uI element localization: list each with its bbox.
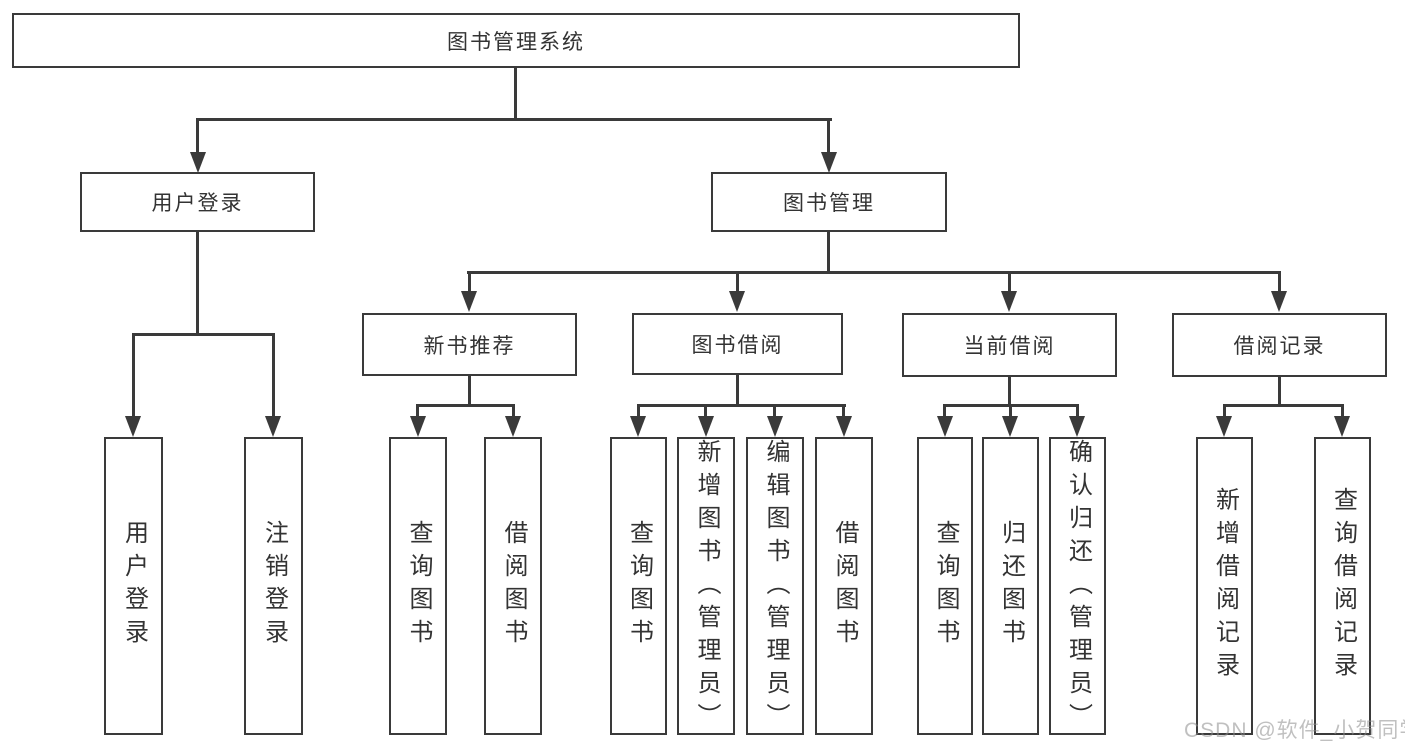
leaf-return-books: 归还图书 (982, 437, 1039, 735)
leaf-edit-books-admin-label: 编辑图书（管理员） (762, 439, 789, 736)
connector-arrow (1216, 416, 1232, 437)
node-book-management: 图书管理 (711, 172, 947, 232)
connector-arrow (1002, 416, 1018, 437)
leaf-borrow-books-2: 借阅图书 (815, 437, 873, 735)
node-book-management-label: 图书管理 (783, 192, 875, 215)
connector-arrow (1069, 416, 1085, 437)
leaf-add-books-admin: 新增图书（管理员） (677, 437, 735, 736)
leaf-query-books-1: 查询图书 (389, 437, 447, 735)
connector-arrow (1001, 291, 1017, 312)
connector-line (1223, 407, 1226, 416)
connector-arrow (630, 416, 646, 437)
leaf-user-login: 用户登录 (104, 437, 163, 735)
leaf-logout-label: 注销登录 (260, 520, 288, 652)
connector-line (1009, 407, 1012, 416)
node-user-login-label: 用户登录 (151, 192, 244, 215)
connector-arrow (821, 152, 837, 173)
connector-line (1278, 377, 1281, 404)
connector-line (196, 118, 832, 121)
connector-line (272, 336, 275, 416)
csdn-watermark: CSDN @软件_小贺同学 (1184, 719, 1405, 742)
leaf-query-books-2-label: 查询图书 (625, 520, 653, 652)
node-borrow-records: 借阅记录 (1172, 313, 1387, 377)
leaf-borrow-books-1-label: 借阅图书 (500, 520, 527, 652)
connector-arrow (729, 291, 745, 312)
connector-line (943, 407, 946, 416)
connector-line (196, 121, 199, 152)
connector-line (943, 404, 1079, 407)
node-borrow-records-label: 借阅记录 (1233, 335, 1326, 358)
connector-arrow (836, 416, 852, 437)
node-book-borrow: 图书借阅 (632, 313, 843, 375)
leaf-query-books-3: 查询图书 (917, 437, 973, 735)
connector-arrow (937, 416, 953, 437)
connector-line (637, 404, 846, 407)
leaf-edit-books-admin: 编辑图书（管理员） (746, 437, 804, 736)
node-root: 图书管理系统 (12, 13, 1020, 68)
connector-arrow (1271, 291, 1287, 312)
connector-arrow (410, 416, 426, 437)
leaf-query-books-3-label: 查询图书 (932, 520, 959, 652)
connector-line (416, 407, 419, 416)
connector-line (736, 274, 739, 291)
connector-line (467, 271, 1281, 274)
leaf-user-login-label: 用户登录 (120, 520, 148, 652)
leaf-add-borrow-record: 新增借阅记录 (1196, 437, 1253, 735)
connector-arrow (190, 152, 206, 173)
leaf-add-books-admin-label: 新增图书（管理员） (693, 439, 720, 736)
connector-line (132, 333, 275, 336)
node-root-label: 图书管理系统 (447, 30, 585, 54)
leaf-query-books-1-label: 查询图书 (405, 520, 432, 652)
connector-line (1278, 274, 1281, 291)
connector-line (704, 407, 707, 416)
connector-line (1076, 407, 1079, 416)
connector-line (196, 232, 199, 336)
connector-arrow (1334, 416, 1350, 437)
leaf-return-books-label: 归还图书 (997, 520, 1025, 652)
connector-arrow (125, 416, 141, 437)
leaf-confirm-return-admin-label: 确认归还（管理员） (1064, 439, 1092, 736)
node-new-book-recommend-label: 新书推荐 (423, 334, 516, 358)
connector-arrow (265, 416, 281, 437)
node-new-book-recommend: 新书推荐 (362, 313, 577, 376)
connector-line (773, 407, 776, 416)
connector-line (736, 375, 739, 404)
node-current-borrow-label: 当前借阅 (963, 335, 1056, 358)
connector-line (827, 232, 830, 274)
node-user-login: 用户登录 (80, 172, 315, 232)
connector-line (416, 404, 515, 407)
connector-line (512, 407, 515, 416)
connector-line (132, 336, 135, 416)
leaf-borrow-books-1: 借阅图书 (484, 437, 542, 735)
connector-line (514, 68, 517, 120)
connector-arrow (505, 416, 521, 437)
leaf-logout: 注销登录 (244, 437, 303, 735)
connector-line (1223, 404, 1344, 407)
connector-line (637, 407, 640, 416)
connector-line (842, 407, 845, 416)
connector-line (827, 121, 830, 152)
leaf-query-books-2: 查询图书 (610, 437, 667, 735)
connector-line (468, 274, 471, 291)
leaf-query-borrow-record: 查询借阅记录 (1314, 437, 1371, 735)
node-current-borrow: 当前借阅 (902, 313, 1117, 377)
leaf-add-borrow-record-label: 新增借阅记录 (1211, 487, 1239, 685)
connector-line (1008, 274, 1011, 291)
connector-arrow (461, 291, 477, 312)
leaf-query-borrow-record-label: 查询借阅记录 (1329, 487, 1357, 685)
connector-line (468, 376, 471, 407)
connector-line (1008, 377, 1011, 404)
leaf-borrow-books-2-label: 借阅图书 (831, 520, 858, 652)
connector-arrow (767, 416, 783, 437)
node-book-borrow-label: 图书借阅 (691, 334, 784, 357)
connector-line (1341, 407, 1344, 416)
connector-arrow (698, 416, 714, 437)
leaf-confirm-return-admin: 确认归还（管理员） (1049, 437, 1106, 736)
